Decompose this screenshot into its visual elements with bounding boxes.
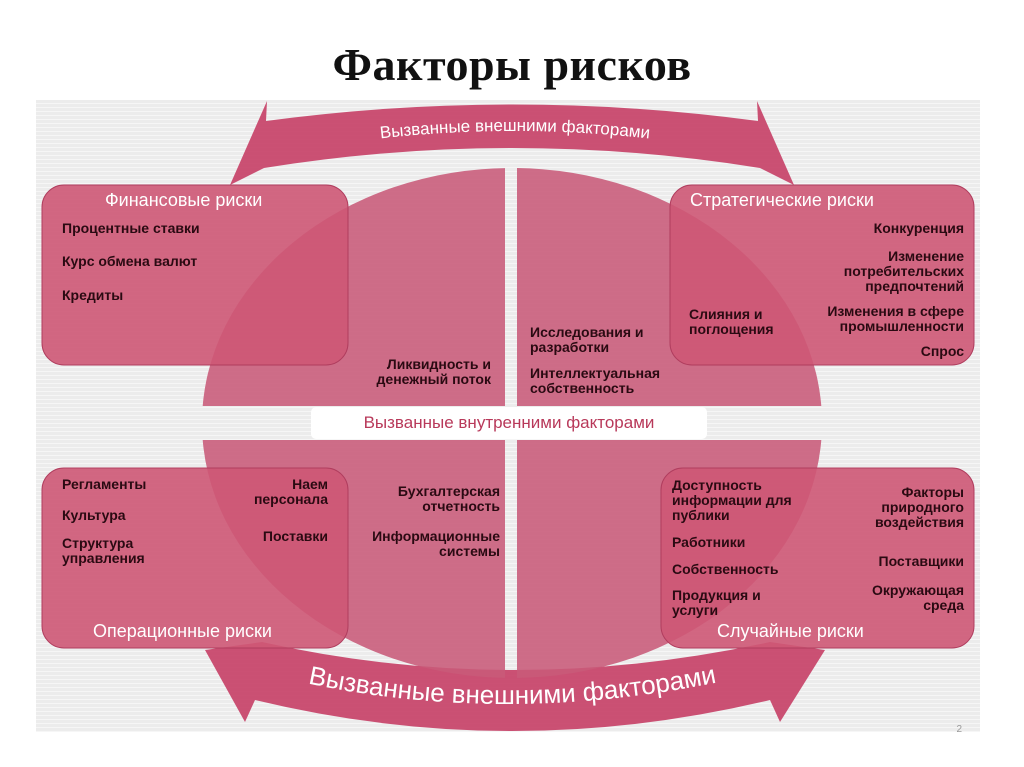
infosys-label: Информационные системы (372, 528, 500, 559)
page-number: 2 (956, 724, 962, 735)
mergers-label: Слияния и поглощения (689, 306, 774, 337)
strategic-item: Изменение потребительских предпочтений (843, 248, 964, 294)
page-title: Факторы рисков (332, 39, 692, 90)
operational-item: Наем персонала (253, 476, 328, 507)
strategic-item: Изменения в сфере промышленности (827, 303, 964, 334)
random-item: Доступность информации для публики (672, 477, 792, 523)
internal-factors-label: Вызванные внутренними факторами (311, 407, 707, 439)
random-item: Факторы природного воздействия (874, 484, 964, 530)
random-risks-header: Случайные риски (717, 621, 864, 641)
random-item: Собственность (672, 561, 779, 577)
top-external-arrow (230, 101, 794, 185)
random-item: Окружающая среда (872, 582, 964, 613)
financial-risks-box (41, 184, 349, 366)
random-item: Продукция и услуги (672, 587, 761, 618)
operational-risks-header: Операционные риски (93, 621, 272, 641)
operational-risks-box (41, 467, 349, 649)
strategic-risks-box (669, 184, 975, 366)
financial-item: Курс обмена валют (62, 253, 198, 269)
accounting-label: Бухгалтерская отчетность (397, 483, 500, 514)
strategic-item: Спрос (920, 343, 964, 359)
strategic-item: Конкуренция (873, 220, 964, 236)
random-item: Поставщики (878, 553, 965, 569)
random-risks-box (660, 467, 975, 649)
research-label: Исследования и разработки (530, 324, 644, 355)
operational-item: Поставки (262, 528, 328, 544)
liquidity-label: Ликвидность и денежный поток (376, 356, 491, 387)
financial-risks-header: Финансовые риски (105, 190, 263, 210)
operational-item: Регламенты (62, 476, 147, 492)
strategic-risks-header: Стратегические риски (690, 190, 874, 210)
bottom-external-arrow (205, 642, 825, 731)
financial-item: Процентные ставки (62, 220, 200, 236)
operational-item: Структура управления (62, 535, 145, 566)
financial-item: Кредиты (62, 287, 124, 303)
random-item: Работники (672, 534, 746, 550)
operational-item: Культура (62, 507, 126, 523)
ip-label: Интеллектуальная собственность (530, 365, 661, 396)
